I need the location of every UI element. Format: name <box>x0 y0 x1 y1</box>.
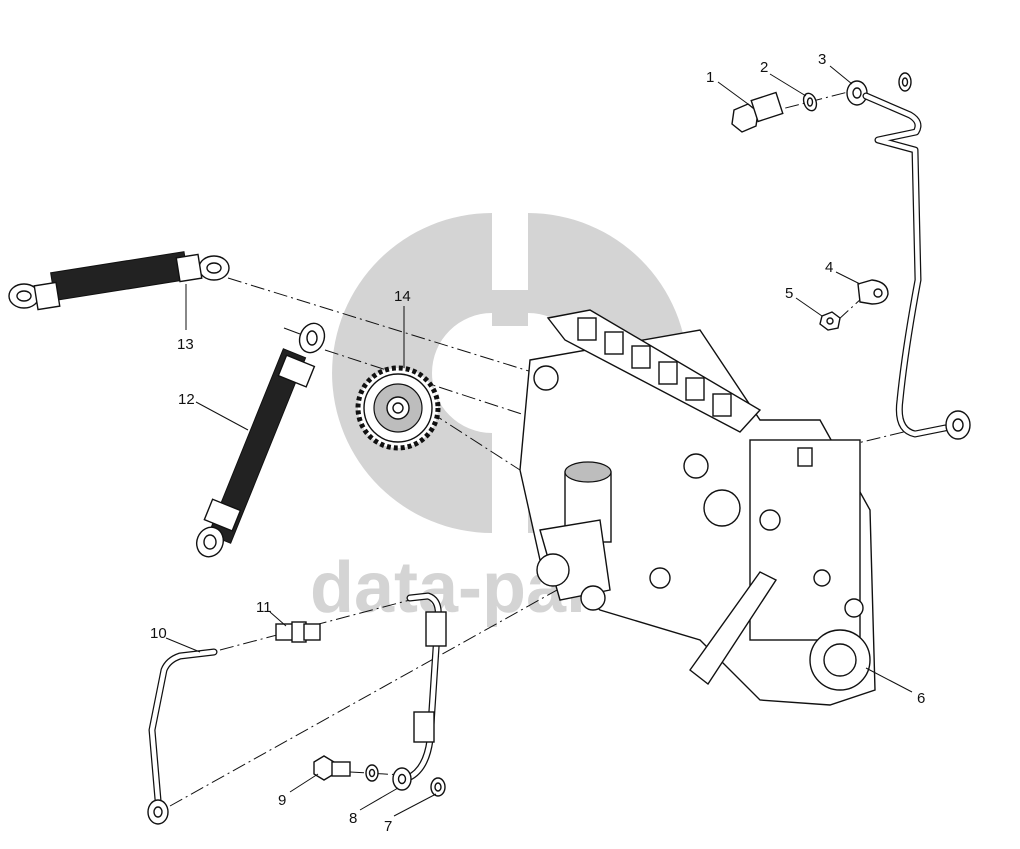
callout-9: 9 <box>278 792 286 809</box>
part-12-braided-hose <box>196 322 326 558</box>
callout-8: 8 <box>349 810 357 827</box>
callout-4: 4 <box>825 259 833 276</box>
part-11-union <box>275 621 321 643</box>
part-3-pipe <box>846 72 971 440</box>
callout-14: 14 <box>394 288 411 305</box>
part-8-washer <box>365 764 379 782</box>
pump-delivery-valves <box>577 317 732 417</box>
callout-labels: 1 2 3 4 5 6 7 8 9 10 11 12 13 14 <box>150 51 925 835</box>
part-14-gear <box>355 365 441 451</box>
hose-assembly <box>404 592 447 782</box>
callout-7: 7 <box>384 818 392 835</box>
part-10-pipe <box>147 648 218 825</box>
part-9-banjo-bolt <box>313 755 351 781</box>
leader-lines <box>165 65 913 817</box>
part-13-braided-hose <box>8 251 230 311</box>
callout-12: 12 <box>178 391 195 408</box>
part-1-banjo-bolt <box>731 91 784 133</box>
part-4-clamp <box>857 279 889 305</box>
part-6-injection-pump <box>519 309 876 706</box>
callout-6: 6 <box>917 690 925 707</box>
callout-3: 3 <box>818 51 826 68</box>
callout-13: 13 <box>177 336 194 353</box>
callout-10: 10 <box>150 625 167 642</box>
part-7-washer <box>392 767 446 797</box>
callout-2: 2 <box>760 59 768 76</box>
callout-5: 5 <box>785 285 793 302</box>
part-2-washer <box>802 92 818 112</box>
part-5-nut <box>819 311 841 331</box>
callout-1: 1 <box>706 69 714 86</box>
callout-11: 11 <box>256 599 272 616</box>
